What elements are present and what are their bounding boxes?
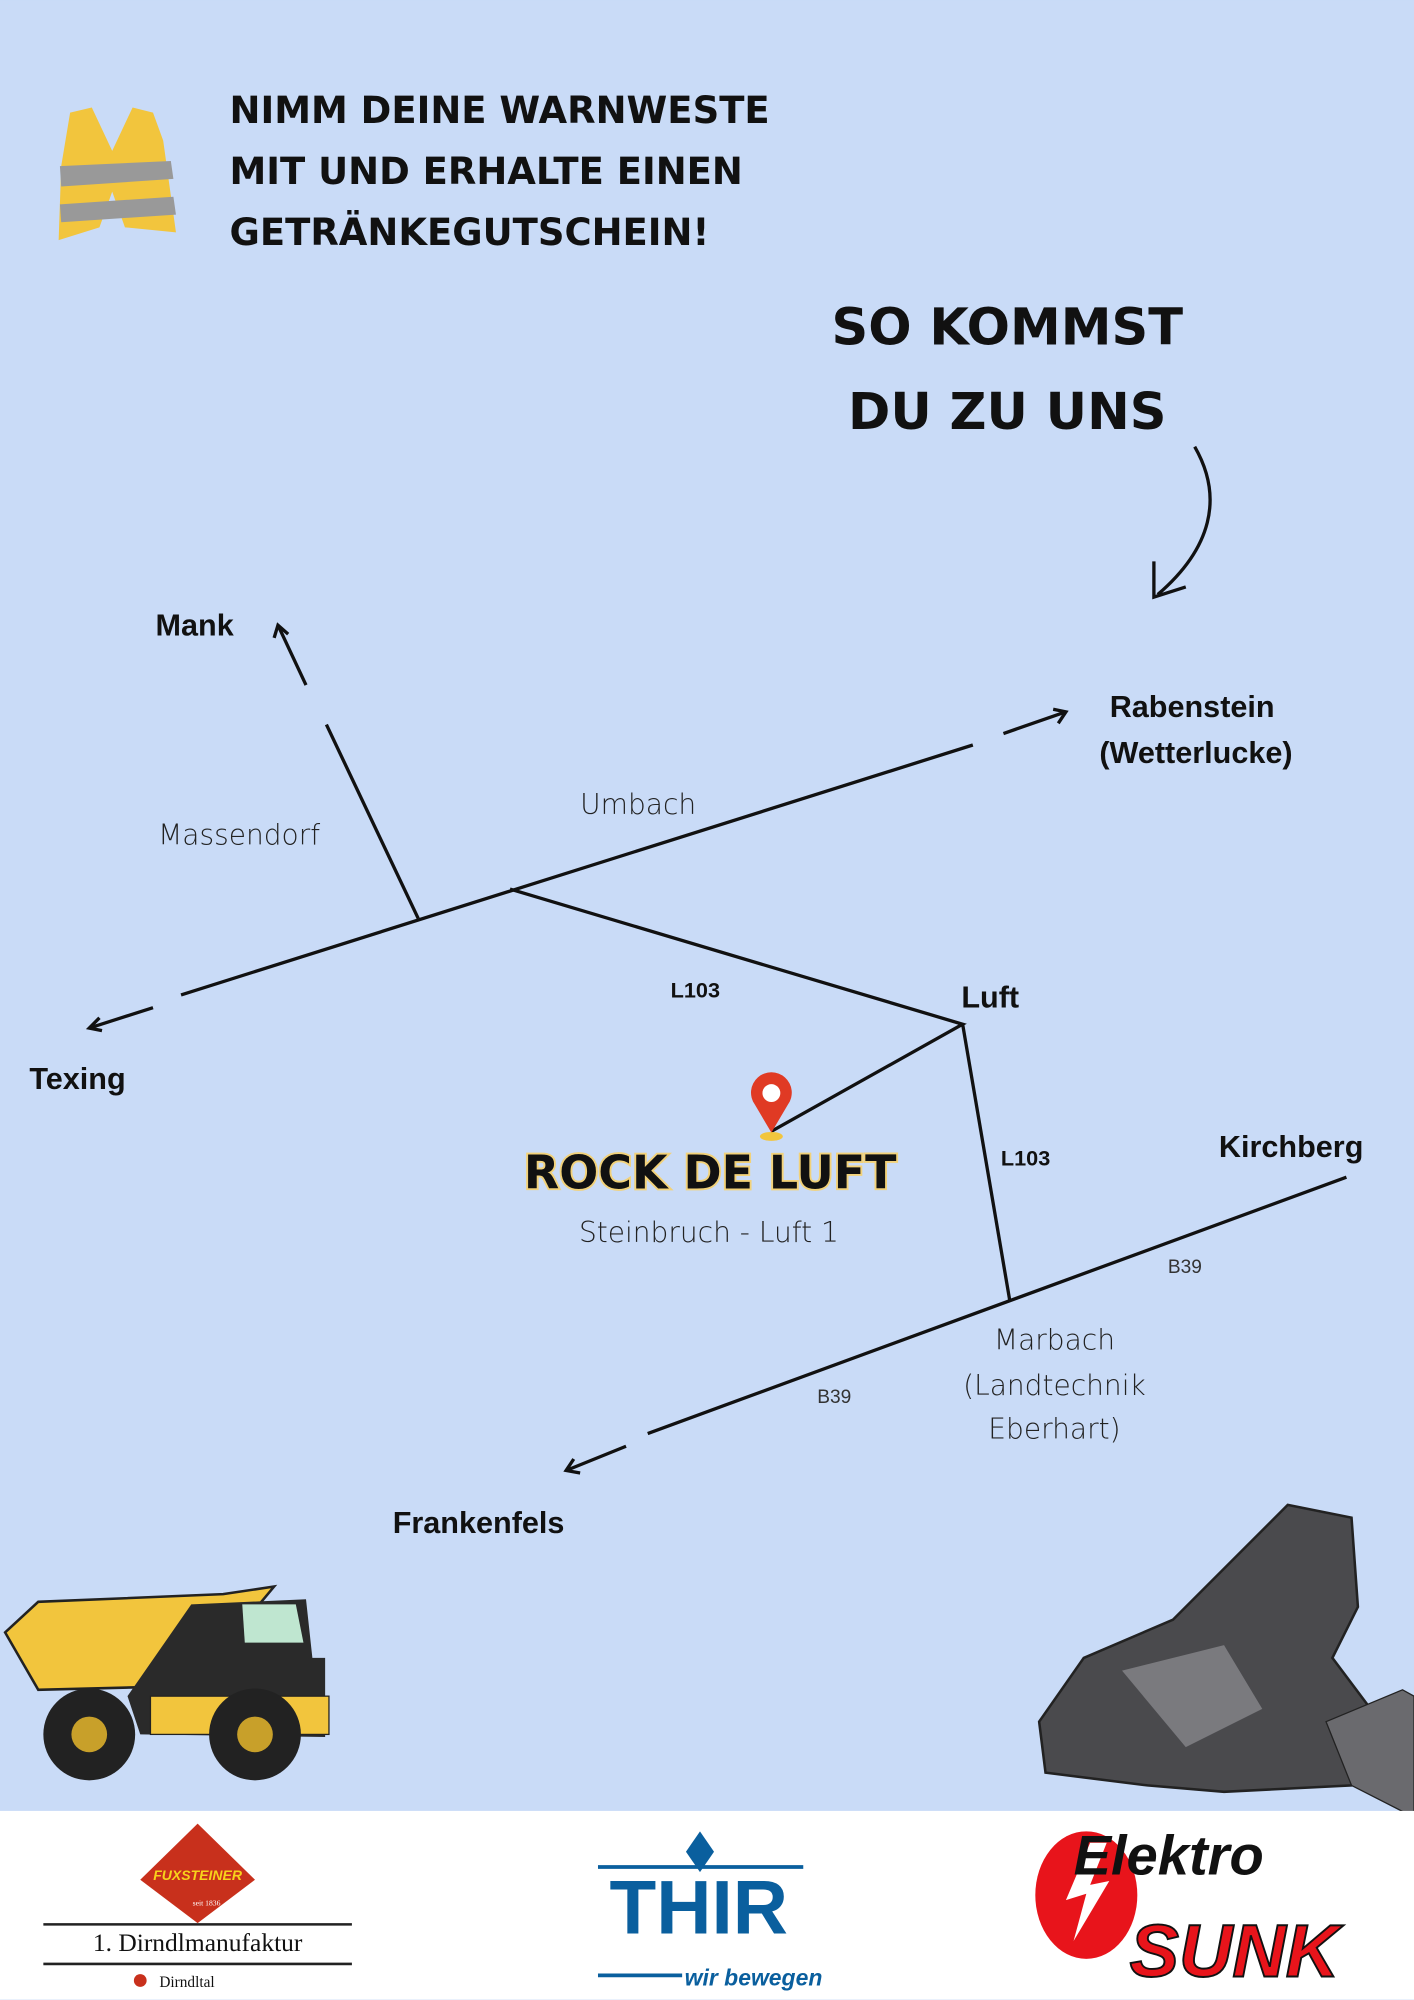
safety-vest-icon — [58, 107, 176, 241]
sunk-logo-text2: SUNK — [1130, 1910, 1344, 1993]
place-texing: Texing — [29, 1062, 125, 1096]
road-map — [85, 622, 1347, 1475]
place-luft: Luft — [961, 981, 1019, 1015]
sponsor-fuxsteiner-logo: FUXSTEINER seit 1836 1. Dirndlmanufaktur… — [43, 1823, 352, 1991]
directions-title-line: SO KOMMST — [832, 299, 1184, 358]
rocks-illustration — [1037, 1503, 1414, 1819]
village-marbach-line3: Eberhart) — [988, 1413, 1120, 1446]
place-rabenstein: Rabenstein — [1110, 690, 1275, 724]
sponsor-elektro-sunk-logo: Elektro SUNK — [1035, 1824, 1345, 1994]
sponsor-thir-logo: THIR wir bewegen — [597, 1831, 823, 1991]
directions-title: SO KOMMST DU ZU UNS — [832, 299, 1184, 442]
place-mank: Mank — [156, 608, 235, 642]
thir-slogan: wir bewegen — [685, 1965, 823, 1991]
location-pin-icon — [750, 1072, 792, 1141]
road-label-b39: B39 — [1168, 1257, 1202, 1278]
promo-line: GETRÄNKEGUTSCHEIN! — [230, 210, 710, 254]
fuxsteiner-line2: Dirndltal — [159, 1974, 214, 1991]
village-marbach-line2: (Landtechnik — [963, 1369, 1146, 1402]
place-frankenfels: Frankenfels — [393, 1506, 565, 1540]
background — [0, 0, 1414, 1811]
fuxsteiner-logo-text: FUXSTEINER — [153, 1867, 243, 1883]
promo-line: NIMM DEINE WARNWESTE — [230, 89, 770, 132]
place-rabenstein-sub: (Wetterlucke) — [1099, 736, 1292, 770]
road-label-l103: L103 — [1001, 1146, 1050, 1171]
curved-arrow-icon — [1152, 445, 1212, 600]
road-label-b39: B39 — [817, 1387, 851, 1408]
venue-address: Steinbruch - Luft 1 — [579, 1216, 839, 1249]
place-kirchberg: Kirchberg — [1219, 1130, 1364, 1164]
sunk-logo-text1: Elektro — [1074, 1824, 1264, 1887]
venue-name: ROCK DE LUFT — [524, 1146, 897, 1200]
promo-text: NIMM DEINE WARNWESTE MIT UND ERHALTE EIN… — [230, 89, 770, 254]
directions-title-line: DU ZU UNS — [848, 383, 1166, 442]
fuxsteiner-since: seit 1836 — [193, 1898, 221, 1907]
dump-truck-illustration — [3, 1584, 330, 1781]
promo-line: MIT UND ERHALTE EINEN — [230, 150, 743, 193]
thir-logo-text: THIR — [609, 1865, 787, 1950]
village-umbach: Umbach — [580, 788, 696, 821]
road-label-l103: L103 — [671, 977, 720, 1002]
village-massendorf: Massendorf — [158, 818, 320, 851]
village-marbach: Marbach — [994, 1323, 1115, 1356]
fuxsteiner-line1: 1. Dirndlmanufaktur — [93, 1928, 303, 1957]
